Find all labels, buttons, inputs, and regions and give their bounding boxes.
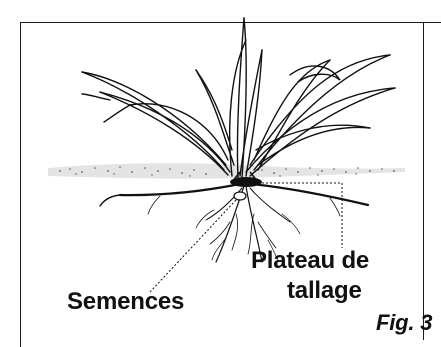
semences-label: Semences (67, 288, 184, 316)
figure-caption: Fig. 3 (376, 310, 432, 336)
leaves (82, 18, 395, 178)
plateau-leader-line (262, 183, 342, 248)
seed (234, 192, 246, 200)
plateau-label-line2: tallage (287, 277, 362, 305)
plateau-label-line1: Plateau de (251, 247, 369, 275)
leader-lines (150, 183, 342, 292)
